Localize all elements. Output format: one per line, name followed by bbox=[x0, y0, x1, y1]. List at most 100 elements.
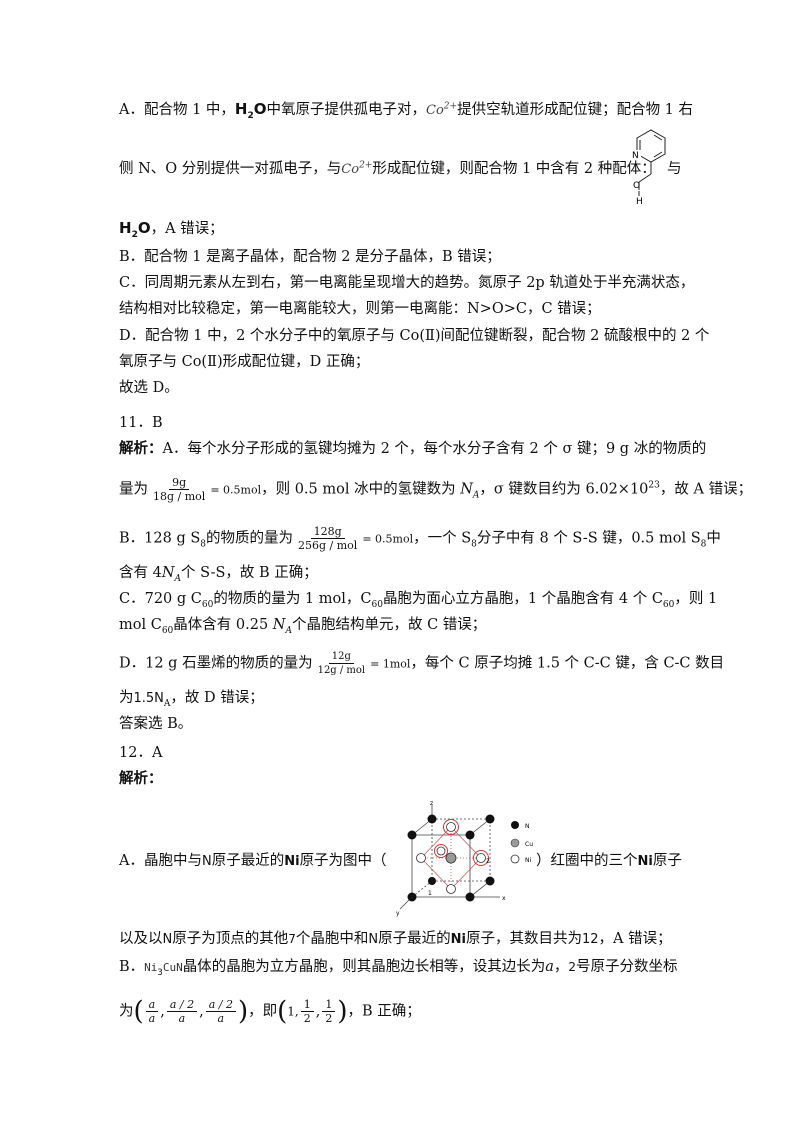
text: ，则 1 bbox=[674, 591, 718, 607]
text: 晶胞为面心立方晶胞，1 个晶胞含有 4 个 C bbox=[382, 591, 663, 607]
text: ，A 错误； bbox=[598, 931, 672, 947]
y-axis-label: y bbox=[396, 910, 400, 917]
text: ， bbox=[553, 959, 569, 975]
denominator: 2 bbox=[303, 1012, 311, 1025]
text: 晶体的晶胞为立方晶胞，则其晶胞边长相等，设其边长为 bbox=[182, 959, 546, 975]
symbol-ni: Ni bbox=[450, 932, 466, 947]
line-7: D．配合物 1 中，2 个水分子中的氧原子与 Co(Ⅱ)间配位键断裂，配合物 2… bbox=[119, 328, 710, 344]
text: ）红圈中的三个 bbox=[536, 853, 638, 869]
line-19: 答案选 B。 bbox=[119, 716, 193, 732]
text: 个 S-S，故 B 正确； bbox=[181, 565, 318, 581]
line-22: A．晶胞中与N原子最近的Ni原子为图中（ bbox=[119, 851, 387, 872]
line-14: 含有 4NA个 S-S，故 B 正确； bbox=[119, 563, 318, 583]
line-22-tail: ）红圈中的三个Ni原子 bbox=[536, 851, 682, 872]
text: ，一个 S bbox=[413, 530, 472, 547]
text: 个晶胞结构单元，故 C 错误； bbox=[291, 617, 487, 633]
formula-cun: CuN bbox=[162, 961, 183, 974]
subscript: 60 bbox=[662, 599, 675, 610]
line-8: 氧原子与 Co(Ⅱ)形成配位键，D 正确； bbox=[119, 354, 370, 370]
line-18: 为1.5NA，故 D 错误； bbox=[119, 688, 264, 709]
denominator: 2 bbox=[325, 1012, 333, 1025]
x-axis-label: x bbox=[502, 895, 506, 902]
text: A．晶胞中与 bbox=[119, 853, 202, 869]
formula-1-5-na: 1.5N bbox=[133, 691, 164, 706]
text: B． bbox=[119, 959, 145, 975]
symbol-ni: Ni bbox=[284, 854, 300, 869]
superscript: 2+ bbox=[443, 101, 458, 112]
pyridine-ring bbox=[636, 129, 666, 163]
text: ，则 0.5 mol 冰中的氢键数为 bbox=[261, 481, 461, 498]
formula-h: H bbox=[119, 219, 132, 237]
formula-co: Co bbox=[341, 162, 360, 177]
text: 含有 4 bbox=[119, 565, 162, 581]
subscript: 60 bbox=[161, 625, 174, 636]
atom-1-label: 1 bbox=[428, 890, 432, 897]
line-6: 结构相对比较稳定，第一电离能较大，则第一电离能：N>O>C，C 错误； bbox=[119, 301, 601, 317]
text: 为 bbox=[119, 690, 134, 706]
text: 与 bbox=[667, 161, 682, 177]
formula-ni: Ni bbox=[144, 961, 158, 974]
text: 晶体含有 0.25 bbox=[173, 617, 273, 633]
numerator: 1 bbox=[300, 998, 314, 1012]
symbol-n: N bbox=[201, 854, 212, 869]
text: ，A 错误； bbox=[150, 221, 224, 237]
denominator: a bbox=[148, 1012, 156, 1025]
formula-h: H bbox=[234, 100, 248, 118]
text: D．12 g 石墨烯的物质的量为 bbox=[119, 655, 313, 672]
legend-ni: Ni bbox=[525, 857, 531, 864]
text: C．720 g C bbox=[119, 591, 202, 607]
line-10: 11．B bbox=[119, 415, 163, 431]
text: ，B 正确； bbox=[347, 1003, 421, 1020]
denominator: a bbox=[178, 1012, 186, 1025]
text: 原子为顶点的其他 bbox=[172, 931, 289, 947]
text: 的物质的量为 bbox=[206, 530, 293, 547]
symbol-n: N bbox=[162, 932, 173, 947]
formula-o: O bbox=[253, 100, 267, 118]
nitrogen-label: N bbox=[632, 151, 639, 161]
equation-result: = 1mol bbox=[370, 657, 411, 671]
line-15: C．720 g C60的物质的量为 1 mol，C60晶胞为面心立方晶胞，1 个… bbox=[119, 589, 717, 609]
z-axis-label: z bbox=[430, 800, 433, 807]
avogadro-n: N bbox=[272, 617, 286, 633]
text: 形成配位键，则配合物 1 中含有 2 种配体： bbox=[372, 161, 656, 177]
text: ，每个 C 原子均摊 1.5 个 C-C 键，含 C-C 数目 bbox=[410, 655, 725, 672]
text: ，σ 键数目约为 6.02×10 bbox=[479, 481, 649, 498]
line-1: A．配合物 1 中，H2O中氧原子提供孤电子对，Co2+提供空轨道形成配位键；配… bbox=[119, 99, 693, 121]
text: 提供空轨道形成配位键；配合物 1 右 bbox=[457, 102, 694, 118]
subscript: 8 bbox=[700, 539, 707, 550]
denominator: 256g / mol bbox=[298, 539, 358, 552]
formula-co: Co bbox=[426, 103, 444, 118]
numerator: 1 bbox=[322, 998, 336, 1012]
line-5: C．同周期元素从左到右，第一电离能呈现增大的趋势。氮原子 2p 轨道处于半充满状… bbox=[119, 275, 695, 291]
number-7: 7 bbox=[288, 932, 296, 946]
text: 以及以 bbox=[119, 931, 163, 947]
analysis-label: 解析： bbox=[119, 440, 163, 457]
line-2-tail: 与 bbox=[667, 159, 682, 179]
text: 为 bbox=[119, 1003, 134, 1020]
line-20: 12．A bbox=[119, 745, 163, 761]
number-2: 2 bbox=[568, 960, 576, 974]
coord-1: 1, bbox=[287, 1004, 299, 1019]
line-21: 解析： bbox=[119, 770, 163, 787]
legend-n: N bbox=[525, 823, 530, 830]
subscript: 8 bbox=[200, 539, 206, 550]
text: ，即 bbox=[248, 1003, 278, 1020]
subscript: 3 bbox=[157, 967, 163, 978]
hydrogen-label: H bbox=[636, 197, 643, 207]
text: 原子为图中（ bbox=[299, 853, 387, 869]
numerator: a / 2 bbox=[166, 998, 198, 1012]
avogadro-n: N bbox=[460, 481, 473, 498]
line-4: B．配合物 1 是离子晶体，配合物 2 是分子晶体，B 错误； bbox=[119, 249, 501, 265]
numerator: 9g bbox=[169, 476, 190, 490]
numerator: a bbox=[145, 998, 159, 1012]
